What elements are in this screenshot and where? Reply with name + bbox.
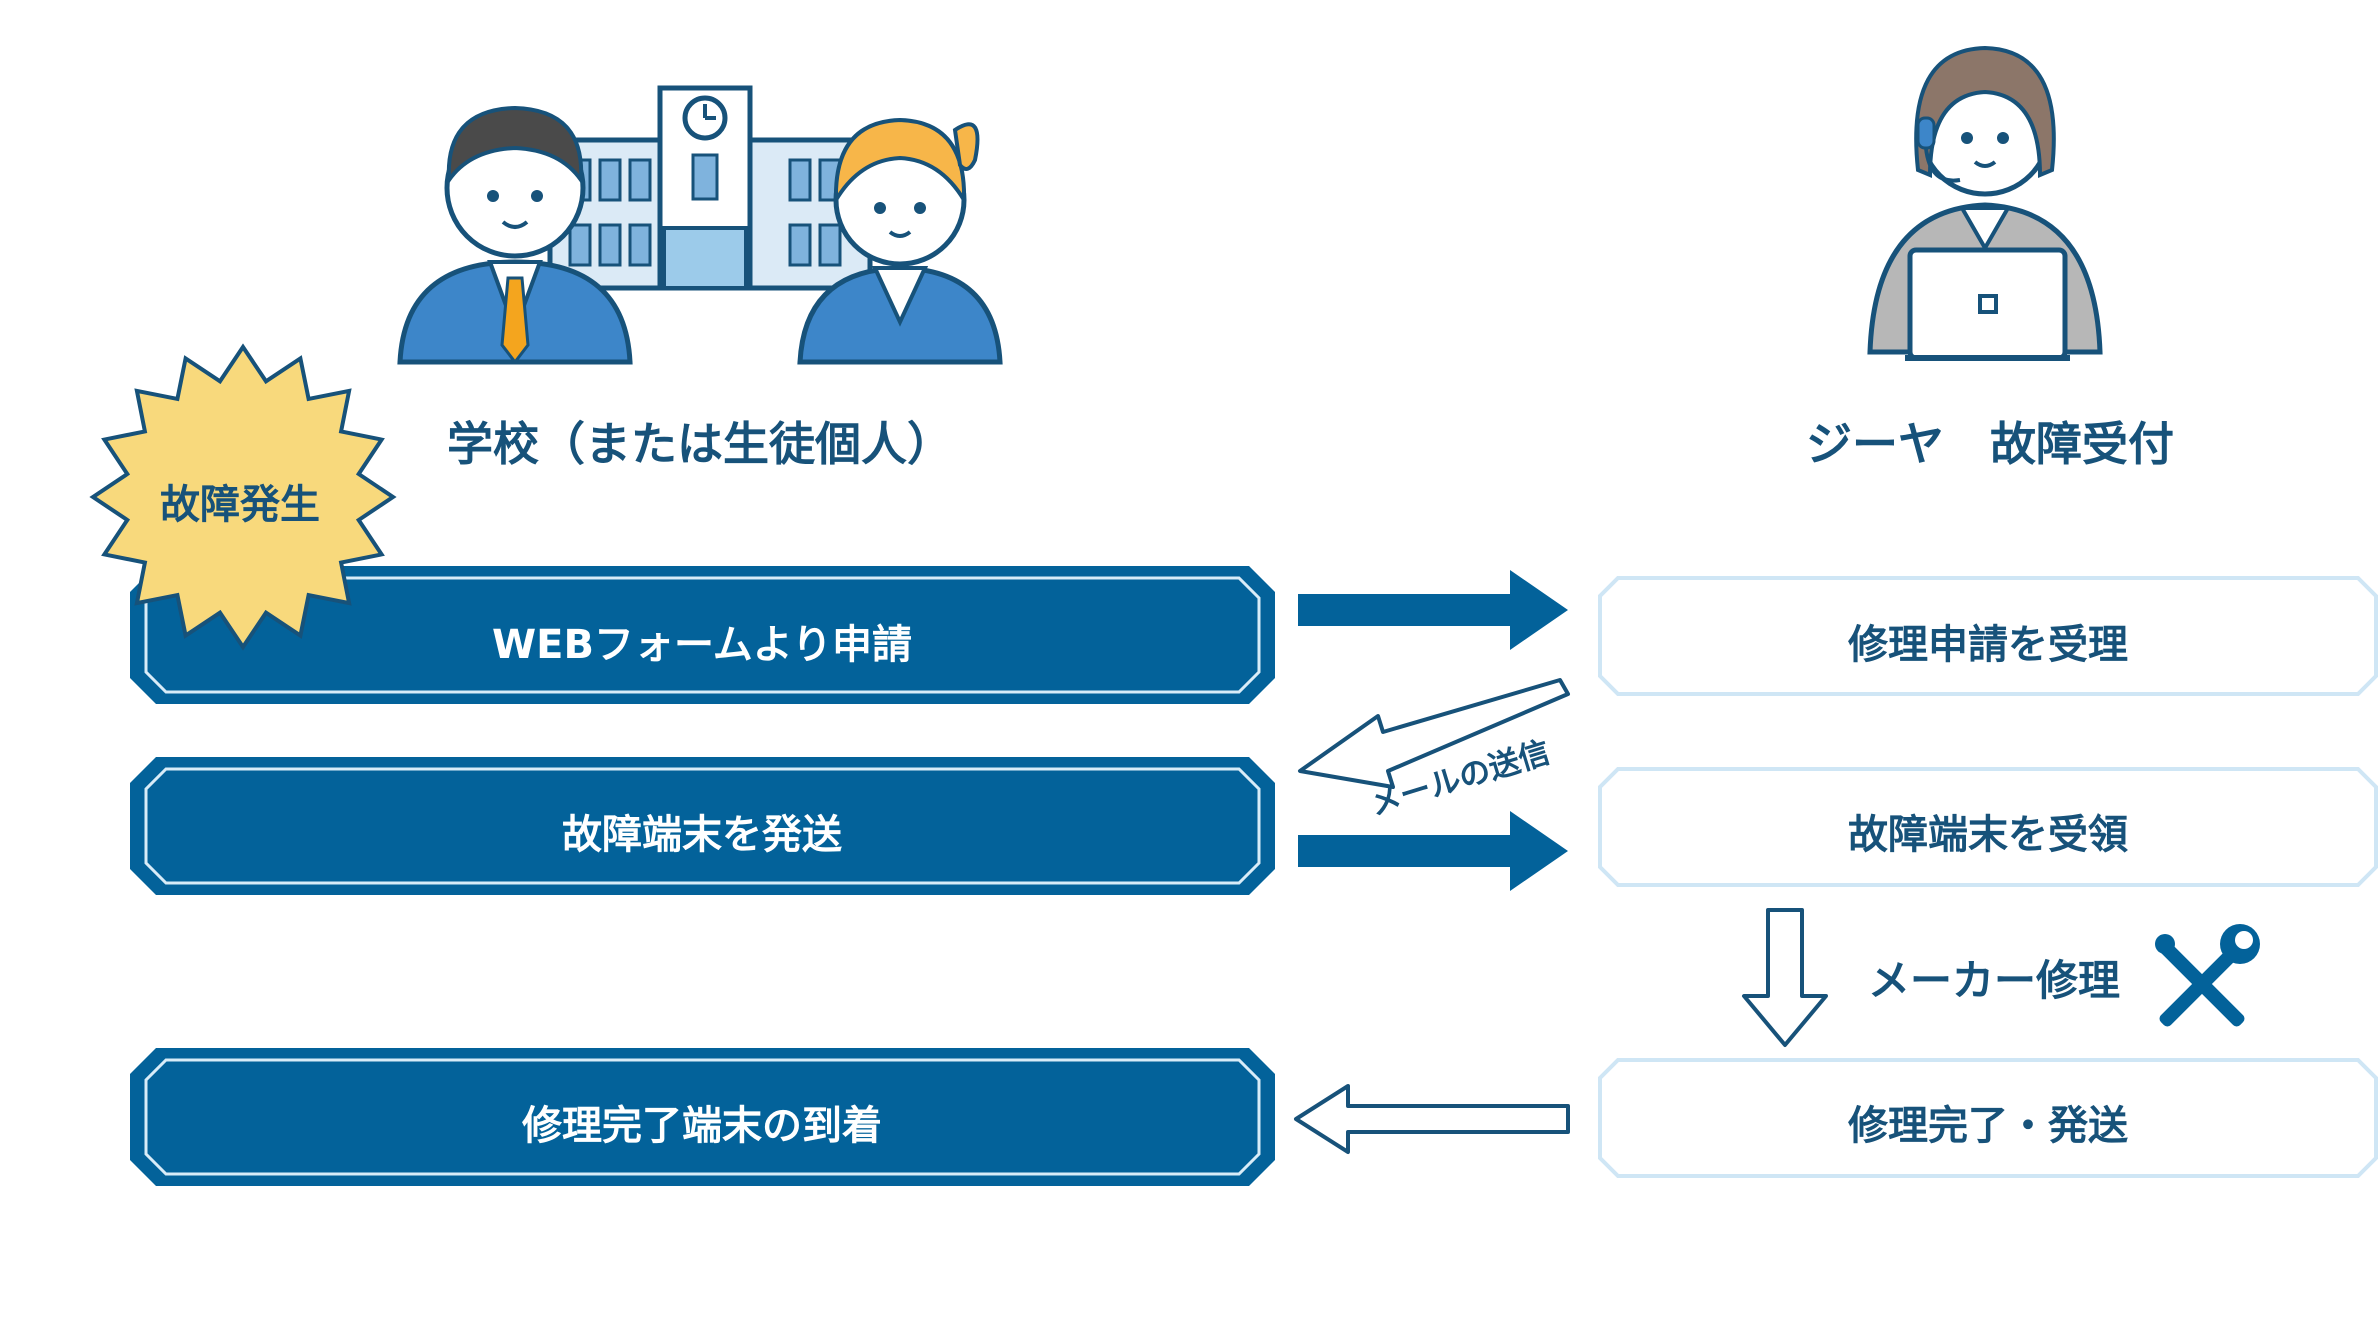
school-step-3-label: 修理完了端末の到着 [522, 1103, 882, 1149]
arrow-right-apply [1298, 570, 1568, 650]
arrow-right-ship [1298, 811, 1568, 891]
reception-step-1-box [1598, 576, 2378, 696]
reception-step-2-box [1598, 767, 2378, 887]
arrow-mail-send [1298, 678, 1570, 789]
reception-step-3-box [1598, 1058, 2378, 1178]
operator-with-laptop-icon [1867, 45, 2103, 361]
maker-repair-label: メーカー修理 [1868, 956, 2121, 1005]
failure-burst-badge [89, 343, 397, 651]
reception-step-3-label: 修理完了・発送 [1848, 1103, 2128, 1149]
female-student-icon [797, 117, 1003, 365]
school-step-3-box [130, 1048, 1275, 1186]
school-building-icon [547, 85, 873, 291]
school-step-1-label: WEBフォームより申請 [492, 622, 912, 668]
male-student-icon [397, 105, 633, 365]
school-step-2-label: 故障端末を発送 [562, 812, 842, 858]
school-step-1-inner-border [144, 576, 1261, 694]
arrow-down-repair [1742, 908, 1828, 1047]
arrow-left-return [1294, 1084, 1570, 1154]
failure-badge-label: 故障発生 [160, 482, 320, 528]
school-step-3-inner-border [144, 1058, 1261, 1176]
school-step-2-inner-border [144, 767, 1261, 885]
wrench-screwdriver-icon [2155, 924, 2260, 1027]
reception-step-2-label: 故障端末を受領 [1848, 812, 2128, 858]
school-step-1-box [130, 566, 1275, 704]
reception-heading: ジーヤ 故障受付 [1806, 417, 2174, 471]
school-step-2-box [130, 757, 1275, 895]
school-heading: 学校（または生徒個人） [447, 417, 953, 471]
reception-step-1-label: 修理申請を受理 [1848, 622, 2128, 668]
